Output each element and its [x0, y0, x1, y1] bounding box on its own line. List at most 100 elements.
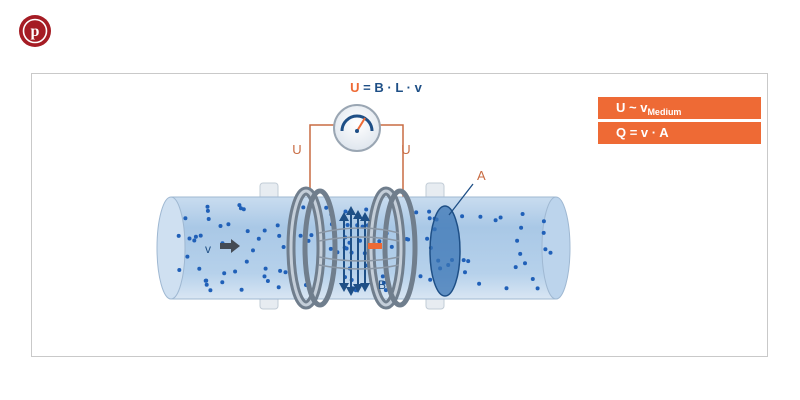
- fluid-particle: [493, 218, 498, 223]
- fluid-particle: [515, 238, 520, 243]
- fluid-particle: [203, 278, 208, 283]
- wire-left: [309, 124, 334, 198]
- fluid-particle: [301, 205, 306, 210]
- flow-relation-box: Q = v · A: [598, 122, 761, 144]
- fluid-particle: [193, 234, 198, 239]
- voltmeter-icon: [333, 104, 381, 152]
- fluid-particle: [238, 206, 243, 211]
- fluid-particle: [222, 271, 227, 276]
- fluid-particle: [237, 203, 242, 208]
- logo-letter: p: [31, 23, 40, 40]
- fluid-particle: [244, 259, 249, 264]
- fluid-particle: [185, 254, 190, 259]
- flowmeter-diagram: U = B · L · v U U: [156, 80, 571, 310]
- fluid-particle: [541, 230, 546, 235]
- fluid-particle: [383, 288, 388, 293]
- magnetic-field-label: B: [378, 278, 386, 292]
- fluid-particle: [427, 216, 432, 221]
- fluid-particle: [176, 233, 181, 238]
- area-pointer: [448, 183, 474, 216]
- fluid-particle: [377, 239, 382, 244]
- fluid-particle: [520, 212, 525, 216]
- fluid-particle: [463, 270, 467, 275]
- fluid-particle: [328, 246, 333, 251]
- electrode-lines-icon: [318, 227, 400, 270]
- magnetic-field-arrows-icon: [339, 206, 370, 296]
- fluid-particle: [298, 233, 303, 238]
- voltage-label-right: U: [401, 142, 410, 157]
- fluid-particle: [513, 265, 518, 270]
- fluid-particle: [205, 204, 210, 209]
- flow-relation-text: Q = v · A: [616, 125, 669, 140]
- formula-rest: = B · L · v: [360, 80, 423, 95]
- fluid-particle: [309, 233, 314, 238]
- fluid-particle: [233, 269, 238, 274]
- fluid-particle: [427, 209, 432, 214]
- fluid-particle: [425, 236, 430, 241]
- fluid-particle: [504, 286, 509, 291]
- flow-direction-arrow-icon: [220, 239, 240, 253]
- fluid-particle: [278, 268, 283, 273]
- fluid-particle: [283, 270, 288, 275]
- fluid-particle: [183, 216, 188, 221]
- fluid-particle: [345, 223, 350, 227]
- wire-right: [380, 124, 404, 198]
- fluid-particle: [204, 282, 209, 287]
- cross-section-disc: [429, 205, 461, 297]
- fluid-particle: [220, 280, 225, 285]
- fluid-particle: [275, 223, 280, 228]
- fluid-particle: [251, 248, 255, 253]
- brand-logo-icon: p: [19, 15, 51, 47]
- fluid-particle: [177, 268, 182, 272]
- velocity-label: v: [205, 242, 211, 256]
- fluid-particle: [324, 205, 329, 210]
- fluid-particle: [530, 277, 535, 281]
- fluid-particle: [478, 214, 483, 219]
- fluid-particle: [460, 214, 465, 219]
- fluid-particle: [548, 250, 553, 255]
- fluid-particle: [343, 209, 348, 214]
- fluid-particle: [256, 236, 261, 241]
- fluid-particle: [428, 277, 433, 282]
- fluid-particle: [198, 233, 203, 238]
- fluid-particle: [389, 244, 394, 249]
- area-label: A: [477, 168, 486, 183]
- velocity-relation-box: U ~ vMedium: [598, 97, 761, 119]
- fluid-particle: [535, 286, 540, 291]
- fluid-particle: [414, 210, 419, 215]
- fluid-particle: [519, 225, 524, 230]
- fluid-particle: [523, 261, 527, 266]
- velocity-relation-subscript: Medium: [647, 107, 682, 117]
- fluid-particle: [277, 233, 282, 238]
- fluid-particle: [263, 266, 268, 271]
- fluid-particle: [218, 224, 223, 228]
- fluid-particle: [226, 222, 231, 227]
- fluid-particle: [461, 258, 466, 263]
- coil-left-icon: [286, 186, 338, 310]
- fluid-particle: [192, 238, 197, 243]
- fluid-particle: [265, 279, 270, 283]
- fluid-particle: [404, 237, 409, 241]
- fluid-particle: [364, 207, 369, 212]
- fluid-particle: [477, 281, 482, 286]
- fluid-particle: [239, 287, 244, 292]
- fluid-particle: [262, 274, 267, 279]
- fluid-particle: [245, 229, 250, 234]
- fluid-particle: [205, 208, 210, 213]
- fluid-particle: [206, 217, 211, 221]
- voltage-label-left: U: [292, 142, 301, 157]
- fluid-particle: [208, 288, 213, 293]
- fluid-particle: [498, 215, 503, 220]
- fluid-particle: [381, 280, 386, 285]
- fluid-particle: [281, 245, 286, 249]
- fluid-particle: [466, 259, 471, 264]
- formula-u: U: [350, 80, 359, 95]
- fluid-particle: [543, 247, 548, 252]
- velocity-relation-text: U ~ v: [616, 100, 648, 115]
- fluid-particle: [276, 285, 281, 290]
- fluid-particle: [262, 228, 267, 233]
- fluid-particle: [541, 219, 546, 224]
- fluid-particle: [518, 251, 523, 256]
- electrode: [368, 243, 382, 249]
- fluid-particle: [418, 274, 423, 279]
